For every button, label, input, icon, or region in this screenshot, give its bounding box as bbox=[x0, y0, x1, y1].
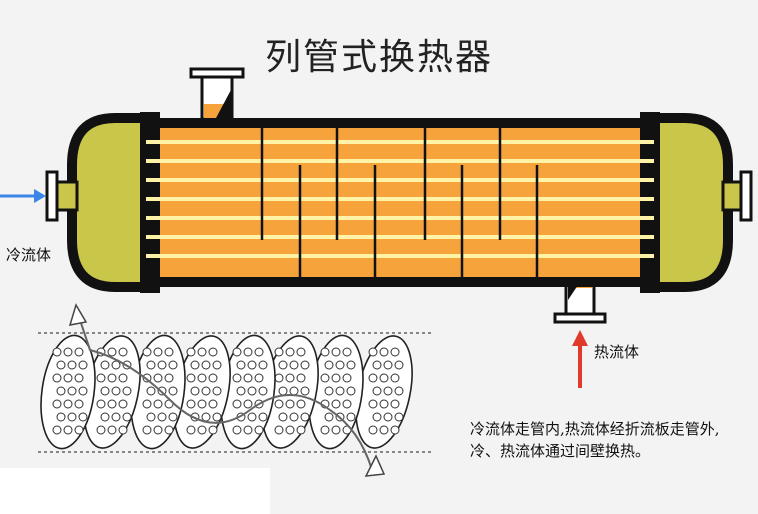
baffle-plate bbox=[308, 334, 364, 450]
tube bbox=[146, 216, 654, 220]
baffle-plate bbox=[173, 335, 231, 449]
tube-bundle bbox=[146, 140, 654, 258]
diagram-title: 列管式换热器 bbox=[264, 37, 493, 78]
tube bbox=[146, 159, 654, 163]
hot-fluid-label: 热流体 bbox=[594, 343, 640, 361]
tube bbox=[146, 235, 654, 239]
left-head bbox=[67, 112, 160, 293]
baffles bbox=[260, 128, 539, 277]
baffle-plate bbox=[261, 335, 319, 449]
cold-fluid-arrow bbox=[0, 189, 46, 203]
blank-area bbox=[0, 468, 270, 514]
right-head bbox=[640, 112, 733, 293]
tube bbox=[146, 254, 654, 258]
top-nozzle bbox=[189, 67, 245, 121]
shell-body bbox=[160, 118, 640, 287]
baffle-plate bbox=[40, 334, 96, 450]
cold-fluid-label: 冷流体 bbox=[6, 246, 52, 264]
baffle-illustration bbox=[38, 303, 432, 477]
hot-fluid-arrow bbox=[572, 330, 588, 388]
left-nozzle bbox=[45, 170, 79, 222]
tube bbox=[146, 197, 654, 201]
baffle-plate bbox=[220, 334, 276, 450]
baffle-plate bbox=[130, 334, 186, 450]
right-nozzle bbox=[721, 170, 753, 222]
tube bbox=[146, 140, 654, 144]
tube bbox=[146, 178, 654, 182]
description-text: 冷流体走管内,热流体经折流板走管外,冷、热流体通过间壁换热。 bbox=[470, 420, 720, 460]
baffle-plate bbox=[355, 335, 413, 449]
